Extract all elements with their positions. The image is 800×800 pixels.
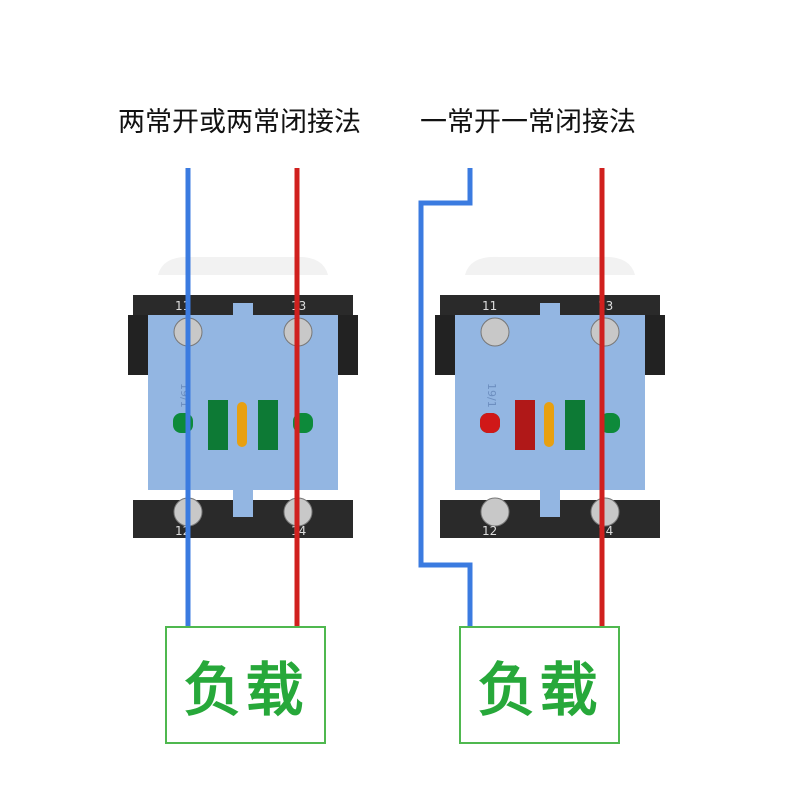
left-load-box: 负载 [165, 626, 326, 744]
right-load-box: 负载 [459, 626, 620, 744]
right-blue-wire [418, 168, 473, 628]
right-switch-module: 11 13 12 14 19/1 [434, 256, 666, 539]
terminal-label: 12 [482, 524, 497, 538]
left-switch-module: 11 13 12 14 19/1 [127, 256, 359, 539]
left-title: 两常开或两常闭接法 [118, 107, 361, 138]
model-mark: 19/1 [485, 383, 498, 408]
terminal-label: 11 [482, 299, 497, 313]
right-title: 一常开一常闭接法 [420, 107, 636, 138]
